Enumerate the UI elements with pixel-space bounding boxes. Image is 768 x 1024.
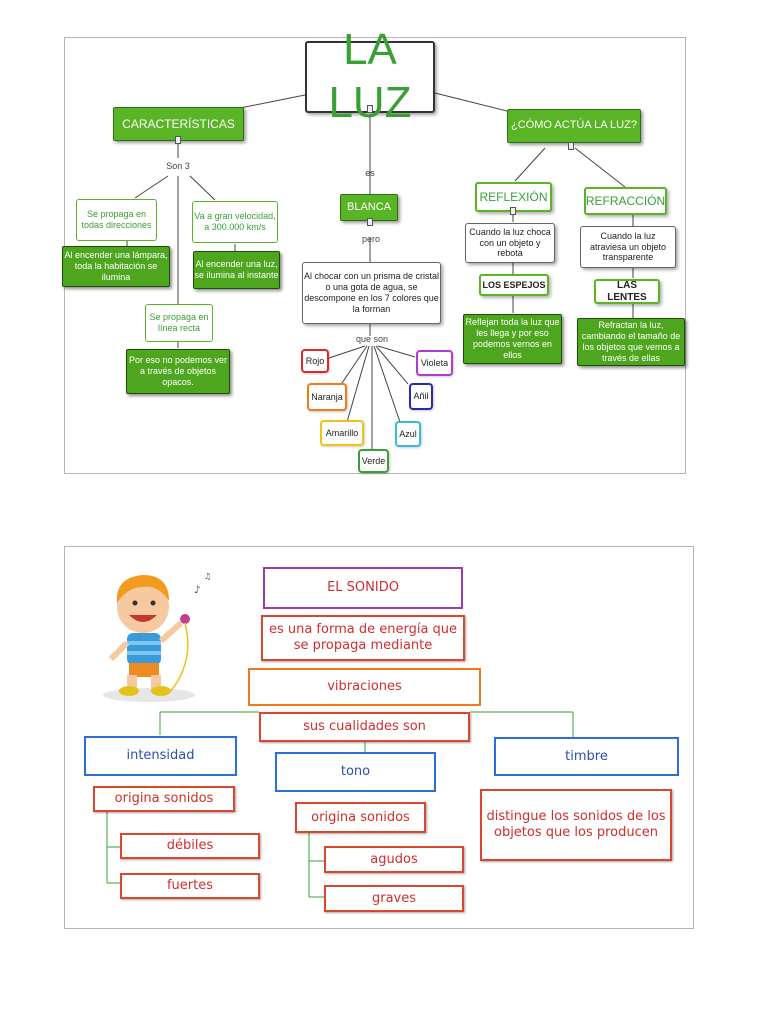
color-azul-label: Azul [399, 428, 417, 439]
reflexion-desc: Cuando la luz choca con un objeto y rebo… [465, 223, 555, 263]
reflexion-label: REFLEXIÓN [479, 189, 548, 204]
ex-linea-recta: Por eso no podemos ver a través de objet… [126, 349, 230, 394]
timbre-text: timbre [565, 748, 608, 764]
sonido-connector-lines [106, 711, 574, 898]
sonido-concept-map: ♪ ♫ EL SONIDO es una forma de energía qu… [64, 546, 694, 929]
ex-recta-text: Por eso no podemos ver a través de objet… [128, 355, 228, 387]
color-violeta: Violeta [416, 350, 453, 376]
espejos-ex-text: Reflejan toda la luz que les llega y por… [465, 317, 560, 360]
singing-child-illustration: ♪ ♫ [103, 572, 211, 702]
debiles-text: débiles [166, 838, 214, 854]
luz-title-text: LA LUZ [328, 25, 412, 127]
document-icon [367, 105, 373, 113]
intensidad-text: intensidad [126, 748, 195, 764]
color-azul: Azul [395, 421, 421, 447]
fuertes-text: fuertes [166, 878, 214, 894]
color-rojo: Rojo [301, 349, 329, 373]
sonido-def: es una forma de energía que se propaga m… [261, 615, 465, 661]
color-verde-label: Verde [361, 455, 386, 466]
pero-label: pero [361, 234, 380, 244]
color-naranja: Naranja [307, 383, 347, 411]
origina-intensidad: origina sonidos [93, 786, 235, 812]
color-anil: Añil [409, 383, 433, 410]
tono-text: tono [340, 764, 371, 780]
refraccion-desc-text: Cuando la luz atraviesa un objeto transp… [589, 230, 667, 263]
espejos-node: LOS ESPEJOS [479, 274, 549, 296]
lentes-ex-text: Refractan la luz, cambiando el tamaño de… [581, 320, 681, 363]
svg-text:♫: ♫ [204, 572, 211, 581]
refraccion-label: REFRACCIÓN [585, 193, 666, 208]
espejos-label: LOS ESPEJOS [482, 279, 546, 290]
document-icon [367, 218, 373, 226]
sonido-def-text: es una forma de energía que se propaga m… [268, 622, 458, 653]
refraccion-node: REFRACCIÓN [584, 187, 667, 215]
timbre-desc-text: distingue los sonidos de los objetos que… [486, 809, 666, 840]
ex-todas-text: Al encender una lámpara, toda la habitac… [64, 250, 168, 282]
color-rojo-label: Rojo [305, 355, 325, 366]
ex-velocidad: Al encender una luz, se ilumina al insta… [193, 251, 280, 289]
actua-node: ¿CÓMO ACTÚA LA LUZ? [507, 109, 641, 143]
espejos-ex: Reflejan toda la luz que les llega y por… [463, 314, 562, 364]
que-son-label: que son [355, 334, 389, 344]
ex-velocidad-text: Al encender una luz, se ilumina al insta… [194, 259, 279, 280]
timbre-node: timbre [494, 737, 679, 776]
reflexion-desc-text: Cuando la luz choca con un objeto y rebo… [469, 226, 551, 259]
color-violeta-label: Violeta [420, 357, 449, 368]
sonido-title: EL SONIDO [263, 567, 463, 609]
luz-concept-map: LA LUZ CARACTERÍSTICAS Son 3 Se propaga … [62, 25, 686, 474]
document-icon [175, 136, 181, 144]
origina-tono: origina sonidos [295, 802, 426, 833]
agudos-node: agudos [324, 846, 464, 873]
prisma-text: Al chocar con un prisma de cristal o una… [303, 271, 440, 314]
prop-velocidad: Va a gran velocidad, a 300.000 km/s [192, 201, 278, 243]
actua-label: ¿CÓMO ACTÚA LA LUZ? [511, 119, 637, 132]
vibraciones-node: vibraciones [248, 668, 481, 706]
son3-label: Son 3 [166, 161, 190, 171]
refraccion-desc: Cuando la luz atraviesa un objeto transp… [580, 226, 676, 268]
color-amarillo: Amarillo [320, 420, 364, 446]
caracteristicas-node: CARACTERÍSTICAS [113, 107, 244, 141]
cualidades-text: sus cualidades son [303, 719, 426, 735]
es-label: es [365, 168, 375, 178]
intensidad-node: intensidad [84, 736, 237, 776]
document-icon [510, 207, 516, 215]
ex-todas-direcciones: Al encender una lámpara, toda la habitac… [62, 246, 170, 287]
tono-node: tono [275, 752, 436, 792]
timbre-desc: distingue los sonidos de los objetos que… [480, 789, 672, 861]
color-amarillo-label: Amarillo [325, 427, 359, 438]
svg-text:♪: ♪ [194, 585, 200, 596]
blanca-label: BLANCA [346, 200, 392, 213]
document-icon [568, 142, 574, 150]
blanca-node: BLANCA [340, 194, 398, 221]
fuertes-node: fuertes [120, 873, 260, 899]
prop-recta-text: Se propaga en línea recta [149, 312, 209, 333]
lentes-ex: Refractan la luz, cambiando el tamaño de… [577, 318, 685, 366]
vibraciones-text: vibraciones [327, 679, 402, 695]
lentes-label: LAS LENTES [607, 279, 647, 303]
prisma-node: Al chocar con un prisma de cristal o una… [302, 262, 441, 324]
luz-connector-lines [126, 92, 634, 450]
agudos-text: agudos [370, 851, 418, 867]
origina-tono-text: origina sonidos [311, 809, 410, 825]
prop-velocidad-text: Va a gran velocidad, a 300.000 km/s [194, 211, 276, 232]
sonido-title-text: EL SONIDO [327, 580, 399, 596]
prop-linea-recta: Se propaga en línea recta [145, 304, 213, 342]
luz-title: LA LUZ [305, 25, 435, 127]
graves-text: graves [371, 890, 417, 906]
debiles-node: débiles [120, 833, 260, 859]
prop-todas-text: Se propaga en todas direcciones [81, 209, 152, 230]
color-anil-label: Añil [413, 391, 429, 402]
origina-intensidad-text: origina sonidos [114, 791, 214, 807]
lentes-node: LAS LENTES [594, 279, 660, 304]
cualidades-node: sus cualidades son [259, 712, 470, 742]
caracteristicas-label: CARACTERÍSTICAS [122, 116, 235, 131]
graves-node: graves [324, 885, 464, 912]
prop-todas-direcciones: Se propaga en todas direcciones [76, 199, 157, 241]
color-verde: Verde [358, 449, 389, 473]
color-naranja-label: Naranja [311, 391, 343, 402]
